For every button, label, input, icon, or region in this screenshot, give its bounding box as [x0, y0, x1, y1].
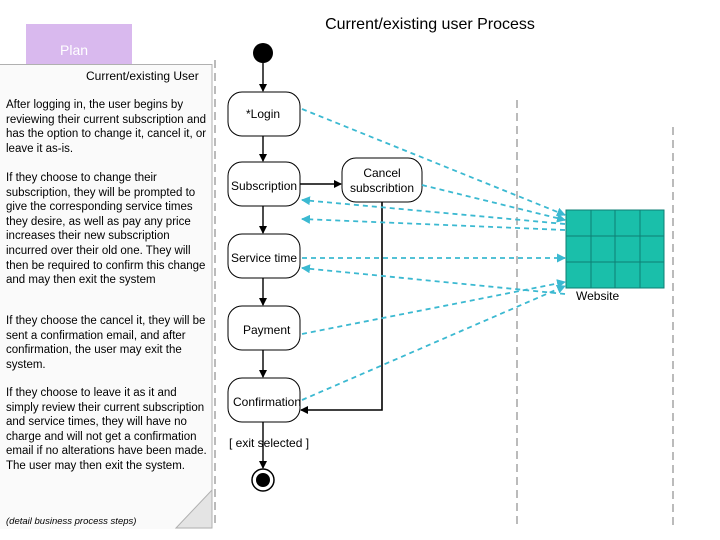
cancel-label-line1: Cancel: [363, 166, 401, 180]
link-website-service: [301, 264, 566, 295]
activity-payment: [227, 305, 301, 351]
note-paragraph-cancel: If they choose the cancel it, they will …: [6, 315, 206, 371]
note-paragraph-change: If they choose to change their subscript…: [6, 172, 206, 287]
payment-label: Payment: [243, 323, 291, 337]
process-note: [0, 64, 212, 529]
link-website-subscription: [301, 196, 566, 225]
confirmation-label: Confirmation: [233, 395, 302, 409]
note-paragraph-login: After logging in, the user begins by rev…: [6, 99, 207, 155]
service-time-label: Service time: [231, 251, 298, 265]
end-node-core: [256, 473, 270, 487]
link-website-subscription-2: [301, 214, 566, 231]
website-label: Website: [576, 289, 620, 303]
link-cancel-website: [421, 184, 566, 223]
diagram-title: Current/existing user Process: [325, 16, 535, 33]
link-confirmation-website: [301, 285, 566, 401]
exit-guard-label: [ exit selected ]: [229, 436, 310, 450]
activity-cancel-subscription: [341, 157, 423, 203]
cancel-label-line2: subscribtion: [349, 181, 415, 195]
activity-confirmation: [227, 377, 301, 423]
plan-box: Plan: [26, 24, 132, 70]
activity-service-time: [227, 233, 301, 279]
note-footer: (detail business process steps): [6, 516, 137, 527]
note-corner-fold: [174, 488, 213, 529]
link-payment-website: [301, 279, 566, 335]
activity-login: [227, 91, 301, 137]
note-paragraph-leave: If they choose to leave it as it and sim…: [6, 387, 207, 472]
website-grid-icon: [565, 209, 665, 289]
subscription-label: Subscription: [231, 179, 298, 193]
plan-label: Plan: [60, 42, 89, 58]
note-heading: Current/existing User: [86, 69, 199, 83]
login-label: *Login: [246, 107, 281, 121]
flow-cancel-confirmation: [300, 202, 383, 414]
start-node: [253, 43, 273, 63]
link-login-website: [301, 108, 566, 217]
